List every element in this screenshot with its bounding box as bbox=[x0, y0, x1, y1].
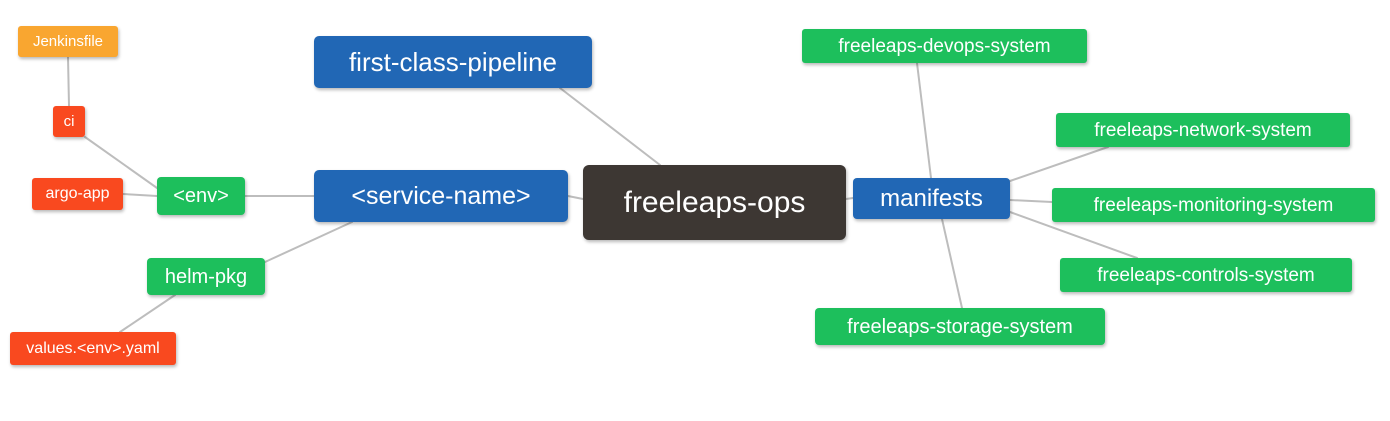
mindmap-node-first-class-pipeline[interactable]: first-class-pipeline bbox=[314, 36, 592, 88]
mindmap-node-helm-pkg[interactable]: helm-pkg bbox=[147, 258, 265, 295]
mindmap-node-freeleaps-devops-system[interactable]: freeleaps-devops-system bbox=[802, 29, 1087, 63]
mindmap-node-freeleaps-ops[interactable]: freeleaps-ops bbox=[583, 165, 846, 240]
edge-manifests-to-freeleaps-monitoring-system bbox=[1009, 199, 1053, 203]
mindmap-node-Jenkinsfile[interactable]: Jenkinsfile bbox=[18, 26, 118, 57]
mindmap-node-freeleaps-monitoring-system[interactable]: freeleaps-monitoring-system bbox=[1052, 188, 1375, 222]
mindmap-node-env[interactable]: <env> bbox=[157, 177, 245, 215]
edge-manifests-to-freeleaps-storage-system bbox=[941, 218, 963, 309]
edge-service-name-to-freeleaps-ops bbox=[567, 195, 584, 200]
mindmap-node-freeleaps-storage-system[interactable]: freeleaps-storage-system bbox=[815, 308, 1105, 345]
edge-helm-pkg-to-values-env-yaml bbox=[119, 294, 176, 333]
mindmap-node-freeleaps-network-system[interactable]: freeleaps-network-system bbox=[1056, 113, 1350, 147]
mindmap-node-values-env-yaml[interactable]: values.<env>.yaml bbox=[10, 332, 176, 365]
edge-manifests-to-freeleaps-controls-system bbox=[1009, 211, 1138, 259]
mindmap-node-service-name[interactable]: <service-name> bbox=[314, 170, 568, 222]
edge-ci-to-env bbox=[84, 136, 158, 189]
edge-first-class-pipeline-to-freeleaps-ops bbox=[559, 87, 661, 166]
edge-manifests-to-freeleaps-network-system bbox=[1009, 146, 1109, 182]
edge-Jenkinsfile-to-ci bbox=[67, 56, 70, 107]
edge-freeleaps-ops-to-manifests bbox=[845, 197, 854, 200]
mindmap-node-argo-app[interactable]: argo-app bbox=[32, 178, 123, 210]
edge-service-name-to-helm-pkg bbox=[264, 221, 353, 263]
mindmap-node-manifests[interactable]: manifests bbox=[853, 178, 1010, 219]
mindmap-node-ci[interactable]: ci bbox=[53, 106, 85, 137]
mindmap-node-freeleaps-controls-system[interactable]: freeleaps-controls-system bbox=[1060, 258, 1352, 292]
edge-manifests-to-freeleaps-devops-system bbox=[916, 62, 932, 179]
edge-argo-app-to-env bbox=[122, 193, 158, 197]
